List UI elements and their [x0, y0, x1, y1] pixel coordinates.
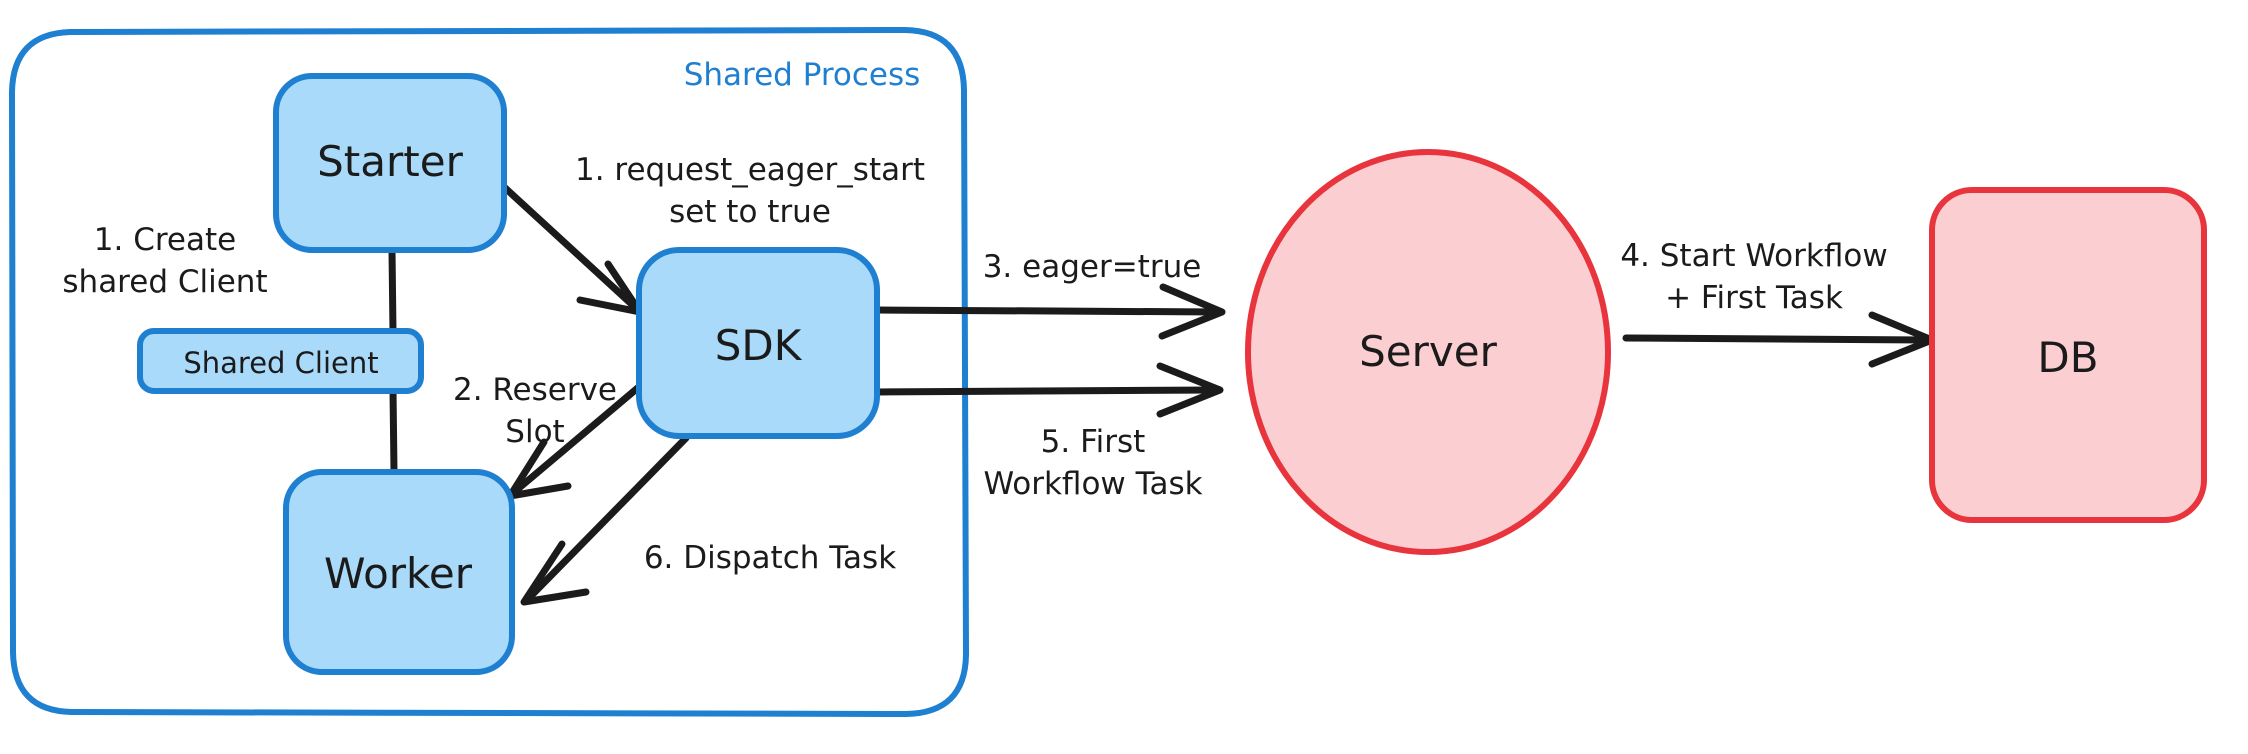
worker-box — [283, 469, 515, 675]
server-to-db-arrow — [1622, 311, 1936, 368]
edge-label-first-workflow-task: 5. First Workflow Task — [983, 424, 1202, 502]
node-worker[interactable]: Worker — [283, 469, 515, 675]
edge-label-start-workflow: 4. Start Workflow + First Task — [1620, 238, 1887, 316]
reserve-slot-line2: Slot — [505, 414, 564, 450]
first-workflow-task-line2: Workflow Task — [983, 466, 1202, 502]
edge-label-request-eager-start: 1. request_eager_start set to true — [575, 152, 925, 230]
sdk-to-worker-dispatch-line — [523, 434, 690, 604]
starter-label: Starter — [317, 137, 463, 186]
shared-client-to-worker-line — [389, 386, 398, 476]
node-sdk[interactable]: SDK — [636, 247, 880, 439]
node-server[interactable]: Server — [1245, 149, 1611, 555]
sdk-box — [636, 247, 880, 439]
sdk-to-server-task-line — [874, 386, 1220, 396]
request-eager-start-line2: set to true — [669, 194, 831, 230]
sdk-to-server-eager-line — [874, 306, 1222, 316]
first-workflow-task-line1: 5. First — [1041, 424, 1146, 460]
create-shared-client-line2: shared Client — [62, 264, 267, 300]
server-to-db-line — [1622, 334, 1932, 344]
dispatch-task-line1: 6. Dispatch Task — [644, 540, 896, 576]
start-workflow-line1: 4. Start Workflow — [1620, 238, 1887, 274]
sdk-to-server-task-arrow — [874, 362, 1224, 418]
server-label: Server — [1359, 327, 1497, 376]
db-box — [1929, 187, 2207, 523]
edge-label-reserve-slot: 2. Reserve Slot — [453, 372, 617, 450]
node-starter[interactable]: Starter — [273, 73, 507, 253]
shared-client-box — [137, 328, 424, 394]
shared-process-container[interactable]: Shared Process — [8, 26, 970, 718]
edge-label-eager-true: 3. eager=true — [983, 249, 1202, 285]
reserve-slot-line1: 2. Reserve — [453, 372, 617, 408]
starter-box — [273, 73, 507, 253]
request-eager-start-line1: 1. request_eager_start — [575, 152, 925, 188]
sdk-to-server-eager-arrow — [874, 283, 1226, 340]
start-workflow-line2: + First Task — [1665, 280, 1843, 316]
sdk-label: SDK — [715, 321, 803, 370]
sdk-to-server-eager-arrowhead — [1158, 283, 1226, 340]
shared-client-connector-group — [388, 246, 398, 476]
sdk-to-worker-dispatch-arrowhead — [520, 540, 590, 606]
shared-process-border — [8, 26, 970, 718]
eager-true-line1: 3. eager=true — [983, 249, 1202, 285]
starter-to-sdk-line — [499, 182, 642, 314]
starter-to-shared-client-line — [388, 246, 397, 336]
db-label: DB — [2037, 333, 2098, 382]
shared-client-label: Shared Client — [183, 346, 378, 380]
worker-label: Worker — [324, 549, 473, 598]
node-shared-client[interactable]: Shared Client — [137, 328, 424, 394]
server-ellipse — [1245, 149, 1611, 555]
shared-process-title: Shared Process — [684, 57, 921, 93]
node-db[interactable]: DB — [1929, 187, 2207, 523]
create-shared-client-line1: 1. Create — [94, 222, 236, 258]
sdk-to-server-task-arrowhead — [1156, 362, 1224, 418]
edge-label-create-shared-client: 1. Create shared Client — [62, 222, 267, 300]
sdk-to-worker-reserve-line — [508, 382, 644, 498]
edge-label-dispatch-task: 6. Dispatch Task — [644, 540, 896, 576]
sdk-to-worker-dispatch-arrow — [520, 434, 690, 606]
